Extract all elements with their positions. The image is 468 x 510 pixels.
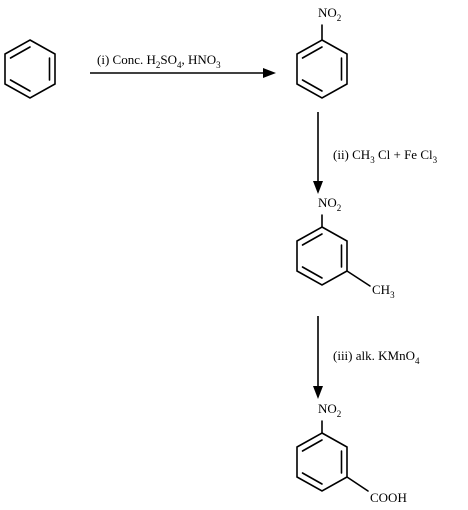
nitro-label-sub: 2 xyxy=(337,13,342,23)
nitro-label-text: NO xyxy=(318,5,337,20)
benzene-structure xyxy=(4,39,56,99)
nitrotoluene-structure xyxy=(296,214,371,287)
nitro-label-text: NO xyxy=(318,401,337,416)
reaction-arrow-step-3 xyxy=(313,316,323,399)
reaction-arrow-step-2 xyxy=(313,112,323,194)
step-2-number: (ii) xyxy=(333,147,349,162)
step-2-sub-a: 3 xyxy=(370,155,375,165)
nitrotoluene-nitro-label: NO2 xyxy=(318,195,341,213)
nitrobenzene-nitro-label: NO2 xyxy=(318,5,341,23)
step-2-text-b: Cl + Fe Cl xyxy=(375,147,433,162)
nitrobenzene-structure xyxy=(296,24,348,99)
step-2-reagents: (ii) CH3 Cl + Fe Cl3 xyxy=(333,147,438,165)
step-2-text-a: CH xyxy=(352,147,370,162)
step-3-reagents: (iii) alk. KMnO4 xyxy=(333,348,420,366)
step-1-sub-b: 4 xyxy=(177,60,182,70)
step-1-sub-c: 3 xyxy=(216,60,221,70)
nitro-label-text: NO xyxy=(318,195,337,210)
nitrotoluene-methyl-label: CH3 xyxy=(372,282,395,300)
step-1-reagents: (i) Conc. H2SO4, HNO3 xyxy=(97,52,221,70)
step-1-text-c: , HNO xyxy=(182,52,217,67)
nitrobenzoic-acid-structure xyxy=(296,420,369,492)
step-1-sub-a: 2 xyxy=(156,60,161,70)
step-1-number: (i) xyxy=(97,52,109,67)
step-3-sub-a: 4 xyxy=(415,356,420,366)
methyl-label-sub: 3 xyxy=(390,290,395,300)
step-3-text-a: alk. KMnO xyxy=(356,348,415,363)
step-1-text-b: SO xyxy=(160,52,177,67)
step-3-number: (iii) xyxy=(333,348,353,363)
nitrobenzoic-acid-carboxyl-label: COOH xyxy=(370,490,407,505)
methyl-label-text: CH xyxy=(372,282,390,297)
step-1-text-a: Conc. H xyxy=(113,52,156,67)
step-2-sub-b: 3 xyxy=(433,155,438,165)
nitrobenzoic-acid-nitro-label: NO2 xyxy=(318,401,341,419)
nitro-label-sub: 2 xyxy=(337,203,342,213)
nitro-label-sub: 2 xyxy=(337,409,342,419)
reaction-arrow-step-1 xyxy=(90,68,276,78)
